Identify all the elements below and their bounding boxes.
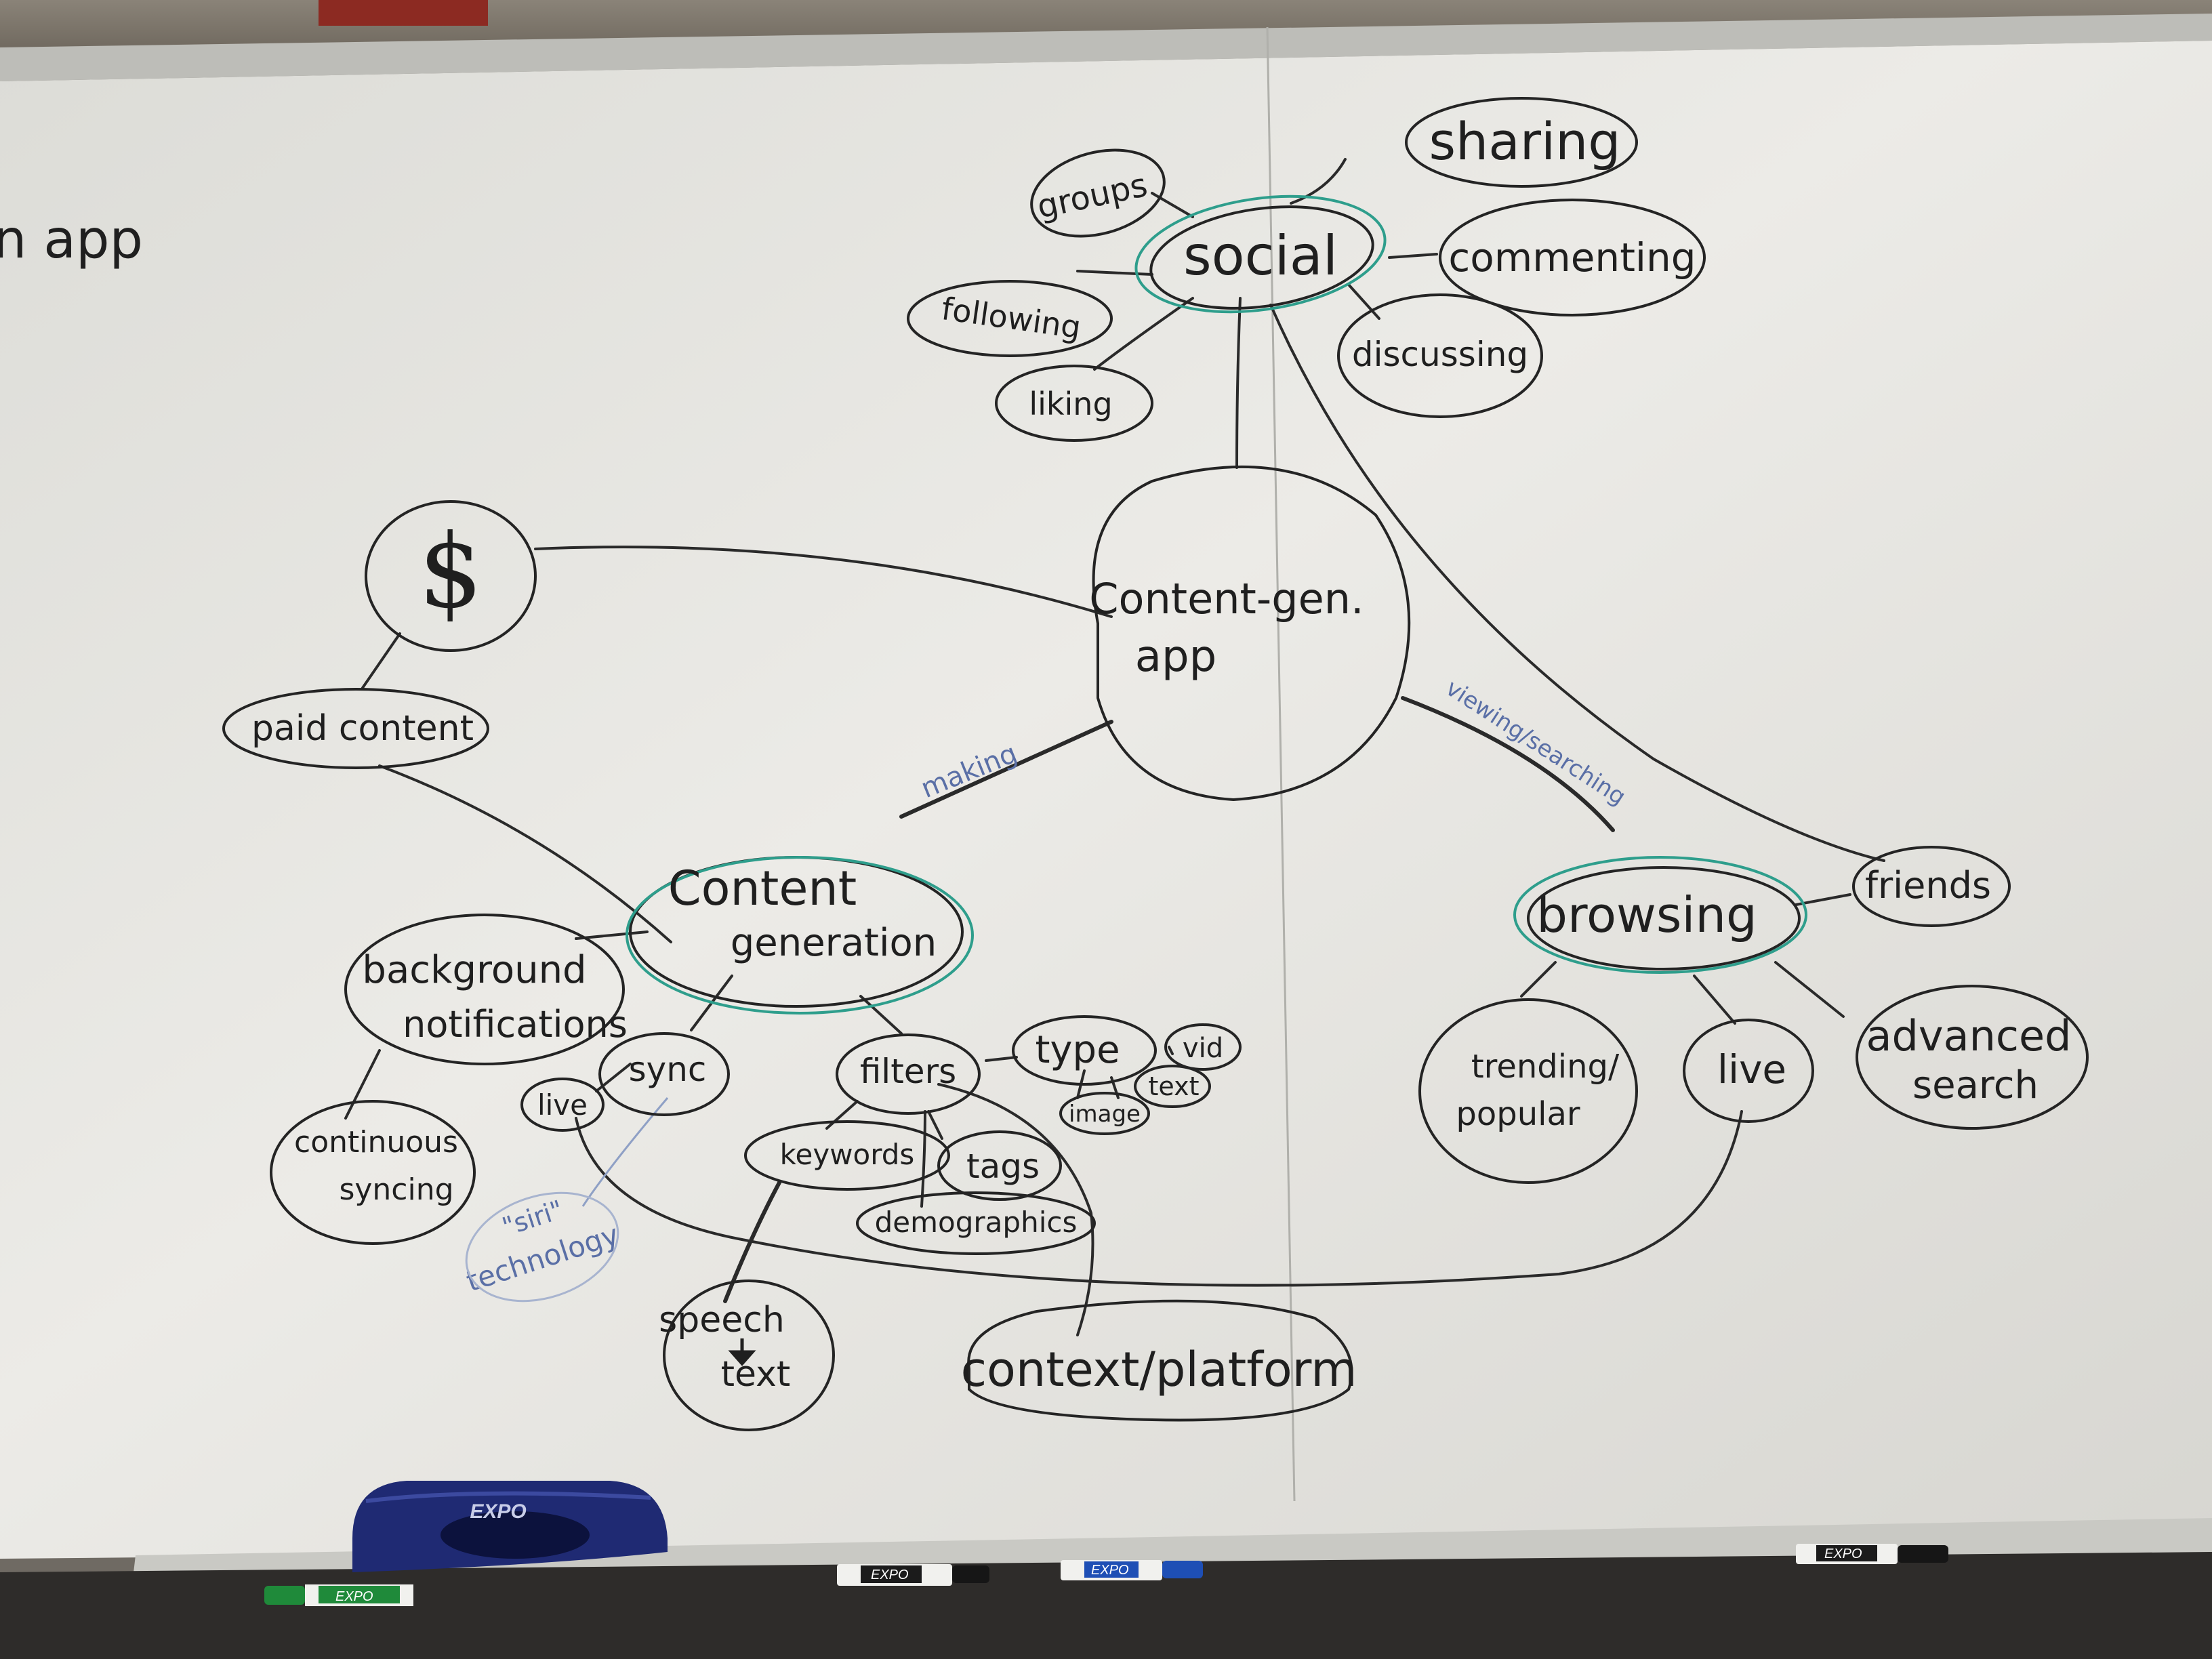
content-generation-highlight (626, 856, 974, 1015)
speech-line1: speech (659, 1300, 785, 1340)
connectors (344, 158, 1885, 1336)
advanced-line1: advanced (1866, 1011, 2072, 1061)
content-generation-line1: Content (668, 861, 857, 916)
vid-bubble (1164, 1023, 1242, 1071)
content-gen-app-line2: app (1135, 632, 1216, 682)
sharing-label: sharing (1429, 111, 1620, 171)
discussing-label: discussing (1352, 335, 1528, 374)
sharing-bubble (1405, 97, 1638, 188)
svg-text:EXPO: EXPO (1091, 1563, 1129, 1578)
content-gen-app-line1: Content-gen. (1089, 574, 1364, 623)
following-bubble (907, 280, 1113, 357)
type-label: type (1035, 1028, 1120, 1072)
content-gen-app-bubble (1092, 465, 1411, 802)
node-labels: n app social sharing groups commenting f… (0, 111, 2071, 1397)
liking-bubble (995, 365, 1153, 442)
siri-bubble (465, 1191, 619, 1303)
speech-line2: text (721, 1354, 791, 1395)
tags-label: tags (966, 1147, 1040, 1186)
commenting-label: commenting (1448, 234, 1696, 281)
board-frame-top (0, 14, 2212, 81)
context-platform-bubble (967, 1299, 1353, 1422)
sync-label: sync (629, 1050, 707, 1089)
type-bubble (1012, 1015, 1157, 1086)
trending-bubble (1418, 998, 1638, 1184)
panel-seam (1266, 26, 1296, 1502)
content-generation-line2: generation (731, 921, 937, 965)
text-small-bubble (1134, 1065, 1211, 1108)
tray-shadow (0, 1552, 2212, 1659)
browsing-label: browsing (1536, 886, 1757, 943)
speech-text-bubble (663, 1279, 835, 1431)
blue-marker: EXPO (1061, 1560, 1203, 1580)
edge-text-app: n app (0, 209, 143, 270)
image-bubble (1059, 1092, 1150, 1135)
discussing-bubble (1337, 293, 1543, 418)
background-notifications-line2: notifications (403, 1003, 628, 1046)
filters-label: filters (860, 1052, 956, 1091)
demographics-label: demographics (875, 1206, 1078, 1239)
continuous-syncing-line1: continuous (294, 1125, 458, 1160)
red-object (319, 0, 488, 26)
context-platform-label: context/platform (961, 1342, 1357, 1397)
svg-text:EXPO: EXPO (871, 1568, 909, 1582)
dollar-bubble (365, 500, 537, 652)
filters-bubble (836, 1033, 981, 1115)
paid-content-bubble (222, 688, 489, 769)
continuous-syncing-bubble (270, 1100, 476, 1245)
whiteboard-surface (0, 41, 2212, 1559)
bubbles (222, 97, 2089, 1431)
green-marker: EXPO (264, 1584, 413, 1606)
speech-arrow-icon (728, 1338, 756, 1366)
paid-content-label: paid content (251, 708, 474, 749)
black-marker-1: EXPO (837, 1564, 989, 1586)
keywords-label: keywords (780, 1138, 915, 1171)
eraser-brand: EXPO (470, 1500, 526, 1523)
black-marker-2: EXPO (1796, 1544, 1948, 1564)
image-label: image (1069, 1101, 1141, 1128)
social-bubble (1134, 194, 1387, 314)
svg-text:EXPO: EXPO (1824, 1547, 1862, 1561)
continuous-syncing-line2: syncing (339, 1172, 453, 1207)
friends-label: friends (1865, 864, 1991, 907)
tags-bubble (937, 1130, 1062, 1201)
commenting-bubble (1439, 199, 1706, 316)
eraser: EXPO (352, 1481, 668, 1572)
background-notifications-line1: background (362, 948, 586, 992)
sync-bubble (598, 1032, 730, 1116)
social-label: social (1183, 224, 1338, 287)
keywords-bubble (744, 1120, 950, 1191)
live-left-bubble (520, 1078, 605, 1132)
trending-line1: trending/ (1471, 1048, 1620, 1086)
dollar-label: $ (418, 513, 483, 631)
background-notifications-bubble (344, 914, 625, 1065)
live-left-label: live (537, 1088, 588, 1122)
highlight-bubbles (626, 194, 1807, 1015)
svg-text:EXPO: EXPO (335, 1589, 373, 1604)
advanced-line2: search (1912, 1063, 2039, 1107)
text-small-label: text (1149, 1071, 1200, 1101)
live-right-bubble (1683, 1019, 1814, 1123)
advanced-search-bubble (1856, 985, 2089, 1130)
groups-bubble (1030, 148, 1166, 238)
liking-label: liking (1029, 386, 1112, 422)
trending-line2: popular (1456, 1095, 1580, 1133)
demographics-bubble (856, 1191, 1096, 1255)
friends-bubble (1852, 846, 2011, 927)
live-right-label: live (1717, 1046, 1786, 1092)
vid-label: vid (1183, 1033, 1223, 1064)
browsing-bubble (1513, 856, 1807, 974)
